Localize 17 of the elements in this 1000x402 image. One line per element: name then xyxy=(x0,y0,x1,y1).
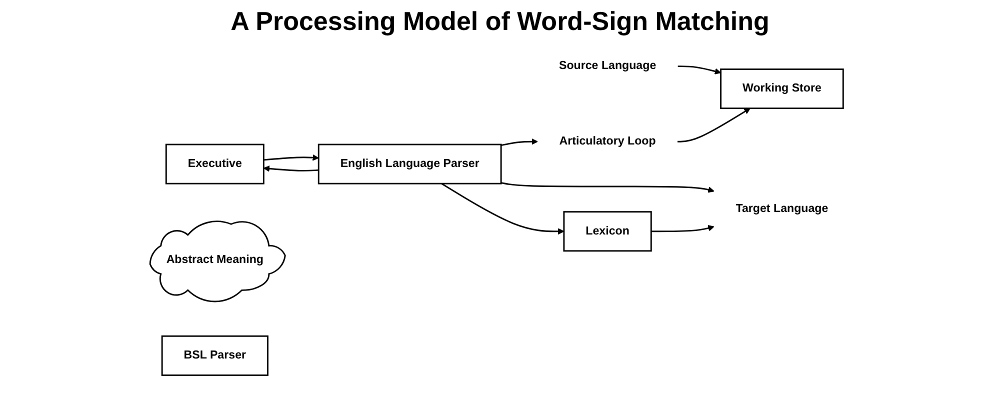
node-box: BSL Parser xyxy=(161,335,268,376)
node-box: English Language Parser xyxy=(318,144,502,184)
node-box: Working Store xyxy=(720,68,844,110)
arrow xyxy=(500,182,714,193)
node-box: Executive xyxy=(165,144,264,184)
arrow xyxy=(441,182,564,235)
node-box: Lexicon xyxy=(563,211,652,252)
arrow xyxy=(500,138,538,146)
diagram-title: A Processing Model of Word-Sign Matching xyxy=(230,6,770,37)
arrow xyxy=(264,154,319,161)
node-text: Articulatory Loop xyxy=(559,135,656,148)
node-text: Target Language xyxy=(736,202,828,215)
node-text: Source Language xyxy=(558,60,656,72)
arrow xyxy=(263,165,319,172)
arrow xyxy=(651,225,714,232)
arrow xyxy=(678,66,722,74)
arrow xyxy=(678,108,750,142)
